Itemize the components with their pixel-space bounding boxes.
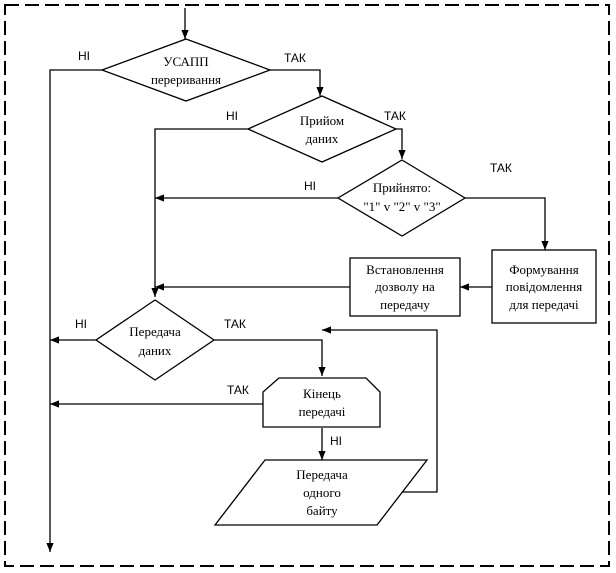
end-transmit-block: Кінець передачі — [262, 377, 381, 428]
end-line-2: передачі — [299, 404, 346, 419]
transmit-decision: Передача даних — [94, 299, 216, 381]
accepted-decision: Прийнято: "1" v "2" v "3" — [336, 159, 467, 237]
receive-line-2: даних — [306, 131, 339, 146]
end-line-1: Кінець — [303, 386, 341, 401]
allow-line-3: передачу — [380, 297, 430, 312]
form-line-1: Формування — [509, 262, 578, 277]
form-message-process: Формування повідомлення для передачі — [491, 249, 597, 324]
send-line-1: Передача — [296, 467, 348, 482]
interrupt-no-line — [46, 69, 102, 552]
form-line-3: для передачі — [509, 297, 579, 312]
accepted-line-1: Прийнято: — [373, 180, 431, 195]
allow-line-2: дозволу на — [375, 279, 435, 294]
allow-transmit-process: Встановлення дозволу на передачу — [349, 257, 461, 317]
receive-no-line — [151, 128, 248, 297]
send-line-2: одного — [303, 485, 341, 500]
receive-line-1: Прийом — [300, 113, 344, 128]
transmit-line-1: Передача — [129, 324, 181, 339]
end-yes-label: ТАК — [227, 383, 249, 397]
dashed-frame — [4, 4, 610, 567]
end-no-label: НІ — [330, 434, 342, 448]
interrupt-decision: УСАПП переривання — [100, 38, 272, 102]
interrupt-line-1: УСАПП — [163, 54, 208, 69]
transmit-line-2: даних — [139, 343, 172, 358]
transmit-no-label: НІ — [75, 317, 87, 331]
accepted-yes-line — [465, 197, 549, 250]
interrupt-yes-line — [270, 69, 324, 96]
send-byte-loop-line — [322, 326, 438, 493]
receive-decision: Прийом даних — [246, 95, 398, 163]
accepted-line-2: "1" v "2" v "3" — [363, 199, 440, 214]
receive-yes-label: ТАК — [384, 109, 406, 123]
receive-yes-line — [396, 128, 406, 159]
allow-line-1: Встановлення — [366, 262, 444, 277]
interrupt-line-2: переривання — [151, 72, 221, 87]
send-line-3: байту — [306, 503, 338, 518]
interrupt-no-label: НІ — [78, 49, 90, 63]
send-byte-io: Передача одного байту — [213, 459, 429, 526]
receive-no-label: НІ — [226, 109, 238, 123]
accepted-no-label: НІ — [304, 179, 316, 193]
form-line-2: повідомлення — [506, 279, 582, 294]
transmit-yes-line — [214, 339, 326, 376]
accepted-yes-label: ТАК — [490, 161, 512, 175]
interrupt-yes-label: ТАК — [284, 51, 306, 65]
transmit-yes-label: ТАК — [224, 317, 246, 331]
